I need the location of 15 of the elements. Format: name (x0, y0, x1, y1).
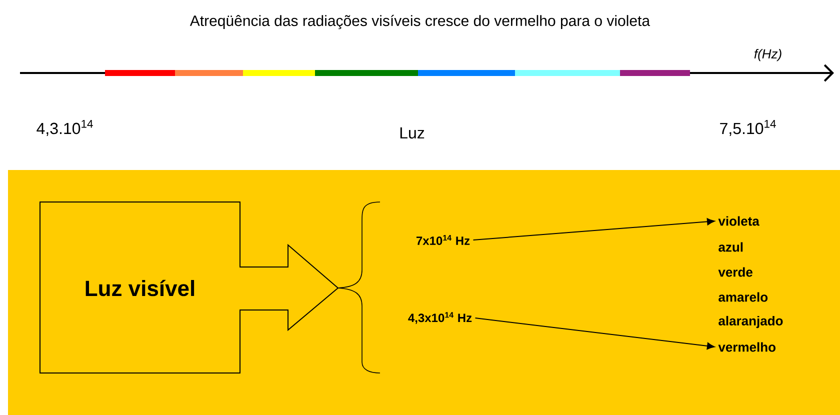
color-name: alaranjado (718, 316, 783, 328)
tick-label: 7,5.10$^{14}$ (720, 120, 776, 136)
title: Atreqüência das radiações visíveis cresce do vermelho para o violeta (190, 14, 650, 30)
color-name: azul (718, 242, 743, 252)
color-name: vermelho (718, 342, 776, 352)
tick-label: 4,3.10$^{14}$ (36, 120, 93, 136)
axis-label: f(Hz) (754, 48, 782, 62)
frequency-label: 7x10$^{14}$ Hz (416, 235, 470, 245)
frequency-label: 4,3x10$^{14}$ Hz (408, 312, 472, 324)
arrow (472, 218, 715, 240)
spectrum-label: Luz (400, 127, 424, 139)
color-name: amarelo (718, 292, 768, 302)
arrow (474, 318, 715, 350)
color-name: verde (718, 267, 752, 277)
color-name: violeta (718, 216, 760, 226)
